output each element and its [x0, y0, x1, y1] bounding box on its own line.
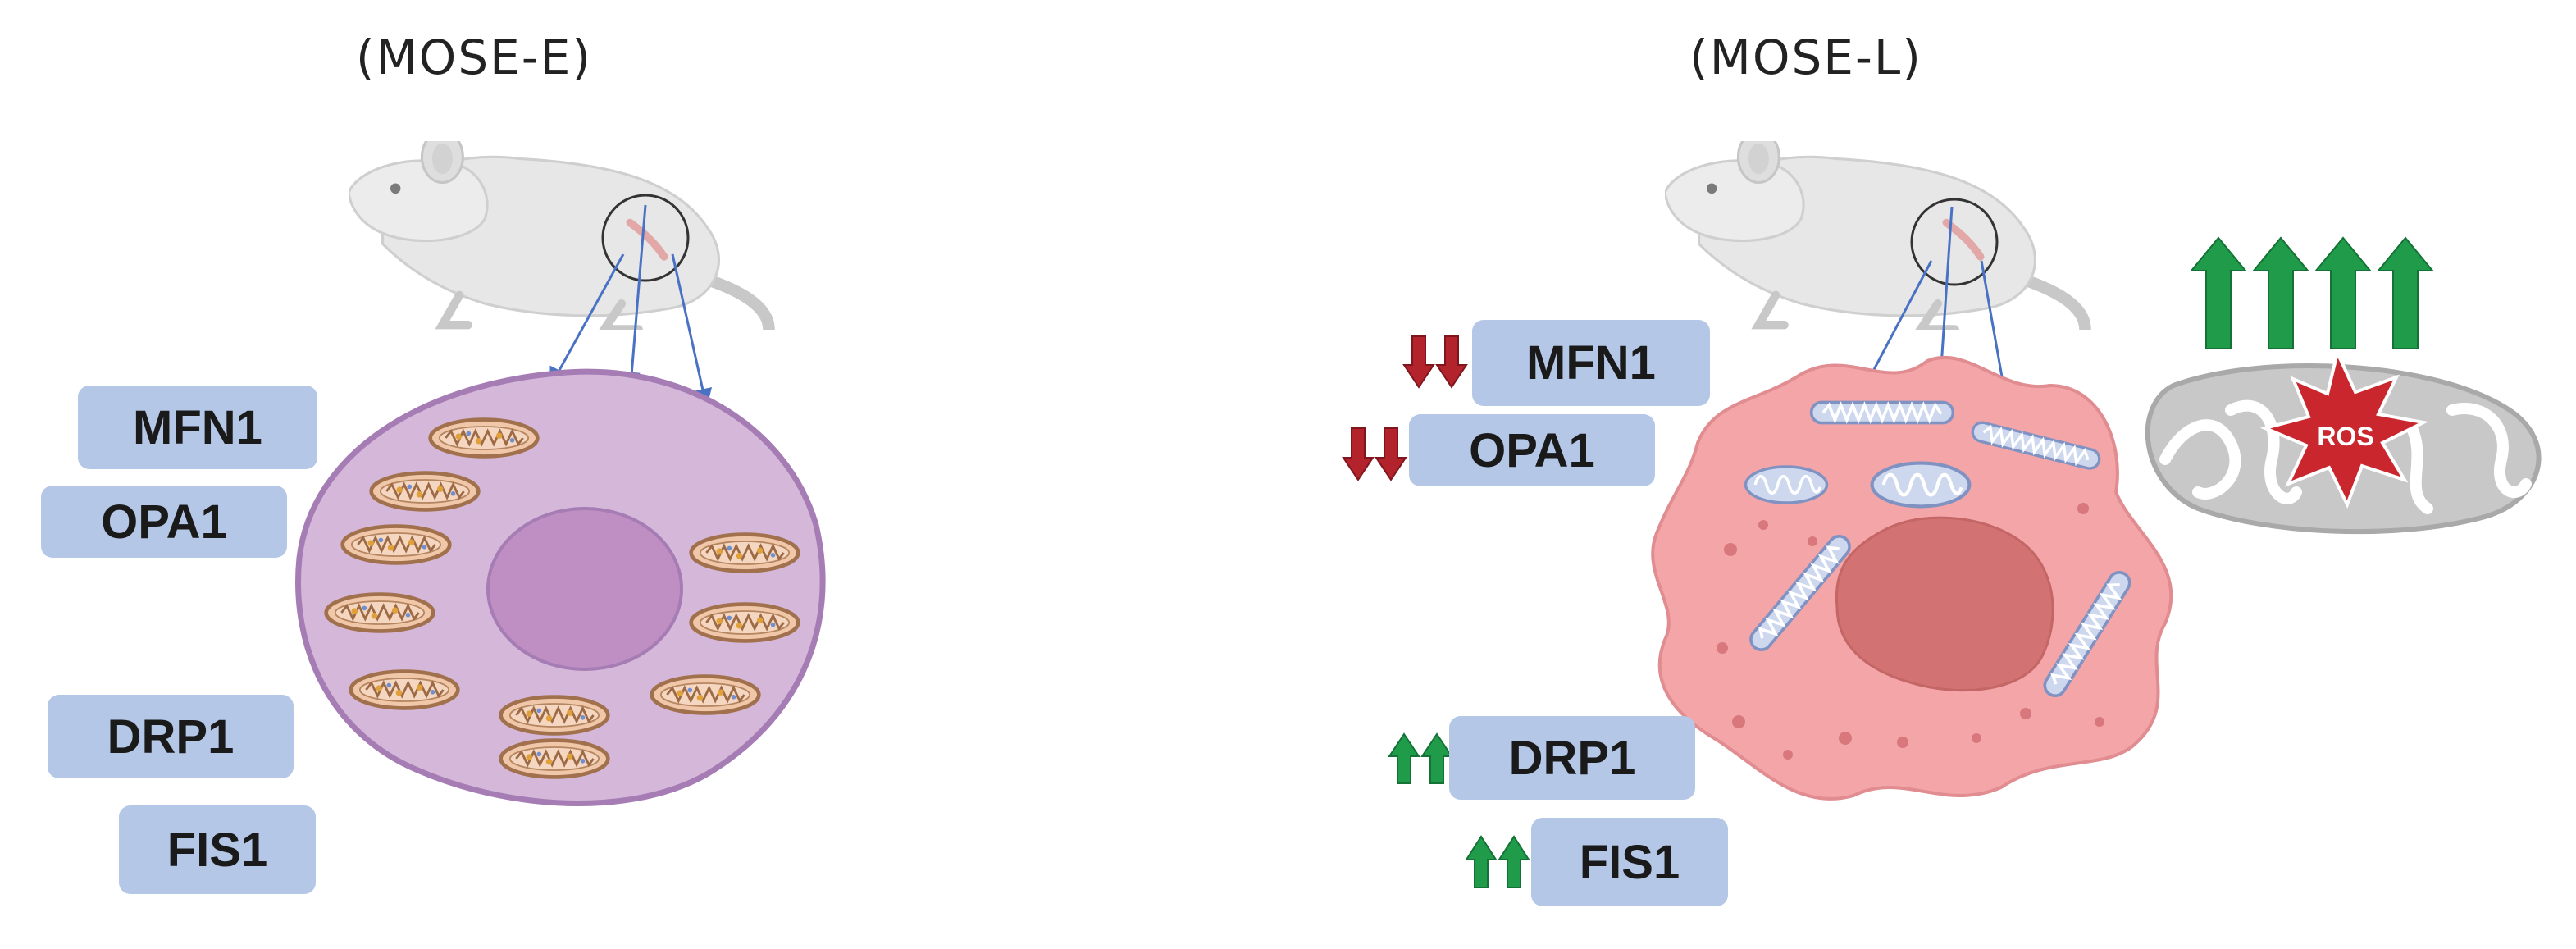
- mitochondrion-icon: [1744, 465, 1829, 504]
- protein-box-opa1: OPA1: [41, 486, 287, 558]
- healthy-nucleus: [486, 507, 683, 671]
- protein-label: DRP1: [107, 710, 235, 764]
- up-arrow-icon: [1465, 835, 1498, 888]
- ros-mitochondrion: ROS: [2145, 347, 2542, 535]
- ros-up-arrows: [2189, 236, 2435, 349]
- ros-label: ROS: [2317, 422, 2373, 451]
- protein-box-mfn1: MFN1: [78, 386, 317, 469]
- mitochondrion-icon: [501, 697, 609, 734]
- protein-label: OPA1: [1469, 424, 1595, 477]
- mfn1-down-arrows: [1402, 335, 1468, 389]
- fis1-up-arrows: [1465, 835, 1530, 888]
- tumor-nucleus: [1835, 516, 2054, 692]
- left-panel: (MOSE-E): [41, 30, 826, 894]
- mitochondrion-icon: [343, 527, 450, 563]
- down-arrow-icon: [1402, 335, 1435, 389]
- right-panel-title: (MOSE-L): [1689, 30, 1922, 85]
- protein-label: OPA1: [101, 495, 227, 549]
- up-arrow-icon: [1388, 732, 1420, 784]
- left-panel-title: (MOSE-E): [356, 30, 592, 85]
- protein-box-mfn1: MFN1: [1472, 320, 1710, 406]
- up-arrow-icon: [2189, 236, 2248, 349]
- mitochondrion-icon: [691, 535, 799, 572]
- mouse-icon: [1665, 131, 2085, 364]
- protein-box-opa1: OPA1: [1409, 414, 1655, 486]
- mitochondrion-icon: [351, 672, 458, 709]
- ros-burst-icon: [2259, 347, 2429, 509]
- ovary-zoom-circle: [1910, 198, 1999, 286]
- protein-box-fis1: FIS1: [1531, 818, 1728, 906]
- mitochondrion-icon: [1809, 400, 1955, 425]
- protein-label: MFN1: [1526, 336, 1656, 390]
- up-arrow-icon: [1420, 732, 1453, 784]
- protein-box-drp1: DRP1: [48, 695, 294, 778]
- down-arrow-icon: [1375, 427, 1407, 481]
- up-arrow-icon: [2251, 236, 2310, 349]
- ovary-zoom-circle: [601, 194, 690, 282]
- protein-label: MFN1: [133, 401, 262, 454]
- mouse-icon: [349, 131, 768, 364]
- down-arrow-icon: [1342, 427, 1375, 481]
- protein-box-drp1: DRP1: [1449, 716, 1695, 800]
- mitochondrion-icon: [501, 741, 609, 778]
- opa1-down-arrows: [1342, 427, 1407, 481]
- drp1-up-arrows: [1388, 732, 1453, 784]
- protein-label: FIS1: [167, 824, 268, 877]
- protein-label: FIS1: [1580, 836, 1680, 889]
- mitochondrion-icon: [326, 595, 434, 632]
- mitochondrion-icon: [1872, 463, 1970, 507]
- protein-label: DRP1: [1509, 732, 1636, 785]
- up-arrow-icon: [2314, 236, 2373, 349]
- protein-box-fis1: FIS1: [119, 805, 316, 894]
- mitochondrion-icon: [431, 420, 538, 457]
- mitochondrion-icon: [691, 605, 799, 641]
- tumor-cell: [1651, 355, 2173, 801]
- tumor-speckles: [1717, 503, 2104, 760]
- right-panel: (MOSE-L): [1342, 30, 2542, 906]
- mitochondrion-icon: [652, 677, 759, 714]
- healthy-cell: [295, 368, 826, 806]
- up-arrow-icon: [1498, 835, 1530, 888]
- down-arrow-icon: [1435, 335, 1468, 389]
- mitochondrion-icon: [372, 473, 479, 510]
- up-arrow-icon: [2376, 236, 2435, 349]
